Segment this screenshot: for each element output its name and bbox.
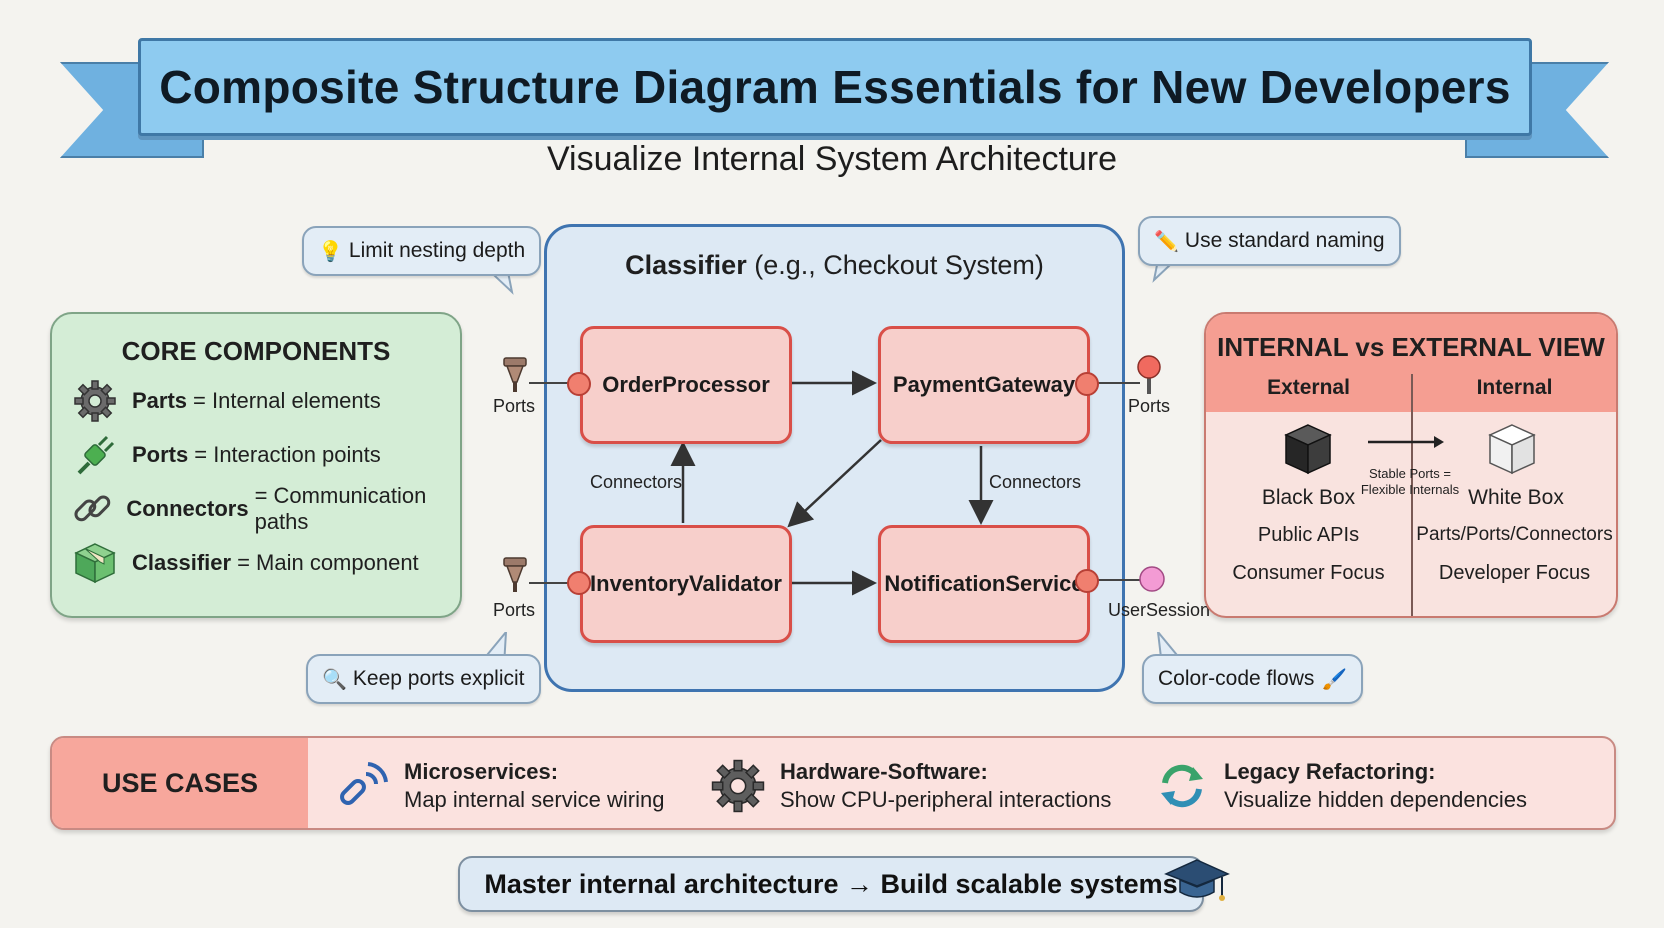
node-notification-service: NotificationService — [878, 525, 1090, 643]
ie-title: INTERNAL vs EXTERNAL VIEW — [1217, 332, 1605, 362]
tip-standard-naming: ✏️ Use standard naming — [1138, 216, 1401, 266]
pencil-icon: ✏️ — [1154, 230, 1179, 253]
use-cases-label: USE CASES — [52, 738, 308, 828]
core-item-parts: Parts = Internal elements — [70, 376, 381, 426]
port-label-top-right: Ports — [1128, 396, 1171, 416]
ie-arrow-label-line: Stable Ports = — [1368, 466, 1452, 481]
core-item-classifier: Classifier = Main component — [70, 538, 419, 588]
ie-external-line: Consumer Focus — [1232, 562, 1385, 584]
port-notification-service — [1075, 569, 1099, 593]
ie-internal-line: Parts/Ports/Connectors — [1416, 524, 1613, 545]
core-desc: = Main component — [237, 550, 419, 575]
tip-text: Limit nesting depth — [348, 239, 526, 262]
use-case-text: Hardware-Software: Show CPU-peripheral i… — [780, 758, 1111, 814]
node-payment-gateway: PaymentGateway — [878, 326, 1090, 444]
tip-text: Use standard naming — [1184, 229, 1385, 252]
port-label-top-left: Ports — [493, 396, 536, 416]
arrow-right-icon — [1368, 436, 1444, 448]
signal-link-icon — [332, 756, 392, 816]
lightbulb-icon: 💡 — [318, 240, 343, 263]
ie-black-box-label: Black Box — [1261, 486, 1356, 509]
white-box-icon — [1488, 424, 1536, 475]
core-desc: = Communication paths — [254, 483, 427, 534]
package-box-icon — [70, 538, 120, 588]
ie-internal-header: Internal — [1476, 376, 1553, 399]
core-item-connectors: Connectors = Communication paths — [70, 483, 460, 534]
tip-color-code: Color-code flows 🖌️ — [1142, 654, 1364, 704]
core-term: Classifier — [132, 550, 232, 575]
ie-divider — [1411, 374, 1413, 616]
use-case-text: Microservices: Map internal service wiri… — [404, 758, 664, 814]
use-case-microservices: Microservices: Map internal service wiri… — [332, 756, 664, 816]
tip-text: Color-code flows — [1158, 667, 1315, 690]
connector-label-right: Connectors — [989, 472, 1082, 492]
footer-banner: Master internal architecture → Build sca… — [458, 856, 1204, 912]
page-subtitle: Visualize Internal System Architecture — [546, 140, 1118, 178]
classifier-title-rest: (e.g., Checkout System) — [754, 250, 1044, 280]
core-term: Ports — [132, 442, 189, 467]
tip-text: Keep ports explicit — [352, 667, 525, 690]
node-order-processor: OrderProcessor — [580, 326, 792, 444]
use-cases-bar: USE CASES Microservices: Map internal se… — [50, 736, 1616, 830]
chain-link-icon — [70, 484, 114, 534]
port-inventory-validator — [567, 571, 591, 595]
ie-white-box-label: White Box — [1468, 486, 1564, 509]
gear-icon — [708, 756, 768, 816]
core-item-ports: Ports = Interaction points — [70, 430, 381, 480]
graduation-cap-icon — [1164, 859, 1230, 901]
plug-icon — [70, 430, 120, 480]
ie-internal-line: Developer Focus — [1438, 562, 1591, 584]
magnifier-icon: 🔍 — [322, 668, 347, 691]
use-case-hardware-software: Hardware-Software: Show CPU-peripheral i… — [708, 756, 1111, 816]
footer-text: Master internal architecture → Build sca… — [484, 868, 1178, 899]
use-case-text: Legacy Refactoring: Visualize hidden dep… — [1224, 758, 1527, 814]
use-case-desc: Map internal service wiring — [404, 787, 665, 812]
classifier-title-bold: Classifier — [625, 250, 747, 280]
use-case-legacy-refactoring: Legacy Refactoring: Visualize hidden dep… — [1152, 756, 1527, 816]
core-term: Parts — [132, 388, 188, 413]
use-case-title: Hardware-Software: — [780, 759, 988, 784]
use-case-desc: Show CPU-peripheral interactions — [780, 787, 1112, 812]
black-box-icon — [1284, 424, 1332, 475]
ie-arrow-label: Stable Ports = Flexible Internals — [1346, 466, 1474, 498]
pin-port-icon — [1137, 355, 1161, 394]
plug-port-icon — [503, 357, 527, 392]
node-inventory-validator: InventoryValidator — [580, 525, 792, 643]
ie-external-header: External — [1267, 376, 1350, 399]
session-port-icon — [1139, 566, 1165, 592]
internal-external-panel: INTERNAL vs EXTERNAL VIEW External Inter… — [1204, 312, 1618, 618]
core-components-title: CORE COMPONENTS — [121, 336, 391, 366]
connector-payment-inventory — [787, 439, 882, 528]
tip-limit-nesting: 💡 Limit nesting depth — [302, 226, 542, 276]
plug-port-icon — [503, 557, 527, 592]
use-case-title: Microservices: — [404, 759, 559, 784]
port-label-bottom-left: Ports — [493, 600, 536, 620]
gear-icon — [70, 376, 120, 426]
core-desc: = Internal elements — [193, 388, 381, 413]
refresh-icon — [1152, 756, 1212, 816]
port-order-processor — [567, 372, 591, 396]
connector-label-left: Connectors — [590, 472, 683, 492]
port-payment-gateway — [1075, 372, 1099, 396]
ie-arrow-label-line: Flexible Internals — [1360, 482, 1460, 497]
page-title: Composite Structure Diagram Essentials f… — [159, 61, 1511, 113]
core-term: Connectors — [126, 496, 249, 521]
ie-external-line: Public APIs — [1257, 524, 1360, 546]
title-banner: Composite Structure Diagram Essentials f… — [138, 38, 1532, 136]
core-components-panel: CORE COMPONENTS Parts = Internal element… — [50, 312, 462, 618]
use-case-title: Legacy Refactoring: — [1224, 759, 1436, 784]
port-label-bottom-right: UserSession — [1108, 600, 1211, 620]
use-case-desc: Visualize hidden dependencies — [1224, 787, 1527, 812]
tip-ports-explicit: 🔍 Keep ports explicit — [306, 654, 541, 704]
core-desc: = Interaction points — [194, 442, 381, 467]
classifier-title: Classifier (e.g., Checkout System) — [544, 250, 1125, 281]
paint-brush-icon: 🖌️ — [1322, 668, 1348, 691]
